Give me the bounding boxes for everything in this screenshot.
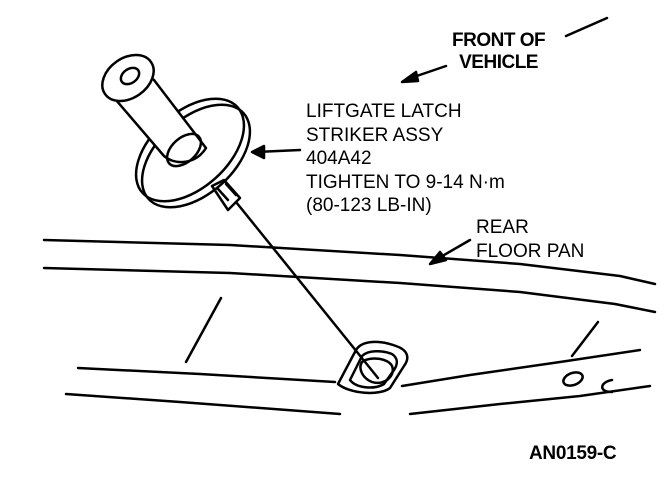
torque-spec-metric: TIGHTEN TO 9-14 N·m xyxy=(306,171,505,193)
front-of-vehicle-arrow xyxy=(400,16,609,84)
front-of-vehicle-label: FRONT OF VEHICLE xyxy=(452,30,546,74)
striker-callout: LIFTGATE LATCH STRIKER ASSY 404A42 TIGHT… xyxy=(306,100,505,218)
rear-floor-pan xyxy=(42,238,657,416)
floor-label-line: REAR xyxy=(476,217,529,238)
torque-spec-imperial: (80-123 LB-IN) xyxy=(306,195,432,216)
rear-floor-pan-callout: REAR FLOOR PAN xyxy=(476,216,584,263)
figure-id: AN0159-C xyxy=(529,443,617,464)
front-label-line: FRONT OF xyxy=(452,30,546,51)
floor-label-line: FLOOR PAN xyxy=(476,240,585,262)
front-label-line: VEHICLE xyxy=(459,52,538,73)
striker-label-line: LIFTGATE LATCH xyxy=(306,101,462,122)
striker-leader xyxy=(250,144,302,160)
floor-pan-leader xyxy=(428,238,472,266)
striker-part-number: 404A42 xyxy=(306,148,372,169)
striker-hole xyxy=(336,340,409,395)
install-path-line xyxy=(234,200,380,380)
striker-label-line: STRIKER ASSY xyxy=(306,124,444,146)
striker-assembly xyxy=(101,53,252,212)
